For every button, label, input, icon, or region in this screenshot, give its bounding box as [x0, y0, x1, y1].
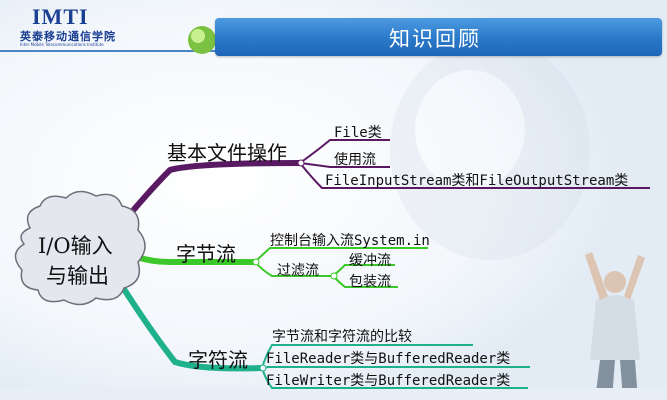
leaf-filereader: FileReader类与BufferedReader类	[266, 351, 511, 367]
branch-label-basic-file: 基本文件操作	[167, 141, 287, 165]
leaf-console-input: 控制台输入流System.in	[270, 233, 430, 249]
leaf-wrapper-stream: 包装流	[349, 274, 391, 290]
branch-label-char-stream: 字符流	[188, 348, 248, 372]
bulb-icon	[188, 26, 216, 54]
root-label-line2: 与输出	[46, 264, 109, 288]
leaf-fileinputstream: FileInputStream类和FileOutputStream类	[325, 173, 629, 189]
leaf-using-streams: 使用流	[334, 152, 376, 168]
root-label-line1: I/O输入	[38, 234, 113, 258]
leaf-filter-stream: 过滤流	[277, 263, 319, 279]
branch-connector-char-stream	[119, 283, 265, 372]
branch-label-byte-stream: 字节流	[176, 242, 236, 266]
leaf-file-class: File类	[334, 125, 382, 141]
page-title: 知识回顾	[389, 27, 481, 51]
leaf-buffered-stream: 缓冲流	[349, 253, 391, 269]
logo-chinese-name: 英泰移动通信学院	[20, 30, 116, 43]
logo-wordmark: IMTI	[32, 4, 89, 29]
institute-logo: IMTI 英泰移动通信学院 Inter Mobile Telecommunica…	[6, 4, 146, 50]
leaf-byte-vs-char: 字节流和字符流的比较	[272, 329, 412, 345]
branch-connector-basic-file	[117, 160, 303, 229]
leaf-filewriter: FileWriter类与BufferedReader类	[266, 373, 511, 389]
root-cloud	[14, 190, 146, 306]
logo-english-name: Inter Mobile Telecommunications Institut…	[20, 42, 104, 47]
title-bar	[215, 18, 662, 56]
